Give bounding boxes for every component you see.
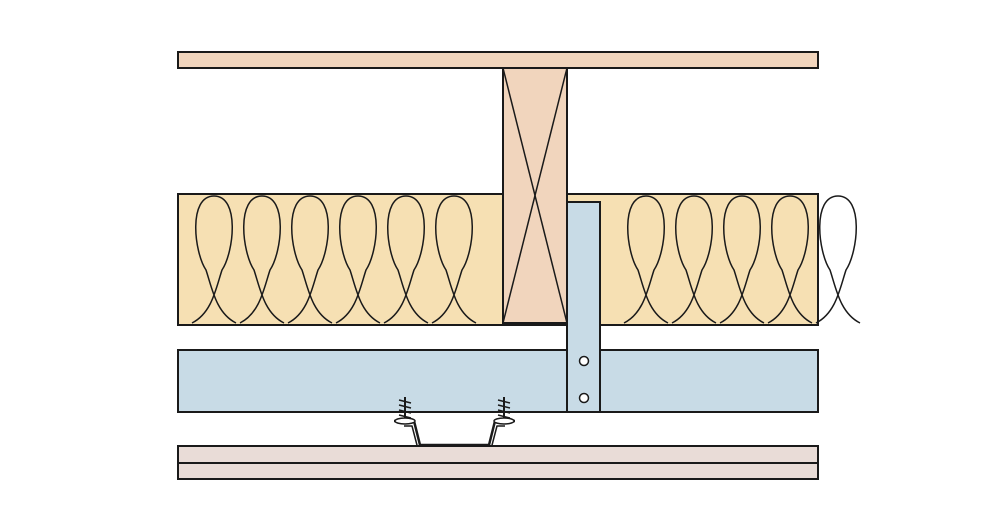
insulation-loop	[287, 195, 333, 324]
screw-icon-left	[394, 397, 416, 425]
resilient-channel	[177, 349, 819, 413]
insulation-loop	[239, 195, 285, 324]
clip-profile	[394, 419, 515, 447]
hanger-strap-body	[566, 201, 601, 413]
hanger-fixing-hole-1	[578, 355, 590, 367]
joist-cross-line-2	[502, 67, 568, 324]
insulation-loop	[815, 195, 861, 324]
insulation-loop	[767, 195, 813, 324]
insulation-band	[177, 193, 819, 326]
insulation-loop	[671, 195, 717, 324]
hanger-fixing-hole-2	[578, 392, 590, 404]
top-timber-board	[177, 51, 819, 69]
insulation-loop	[335, 195, 381, 324]
insulation-loop	[431, 195, 477, 324]
insulation-loop	[383, 195, 429, 324]
screw-icon-right	[493, 397, 515, 425]
insulation-loops	[191, 195, 861, 324]
hanger-strap	[566, 201, 601, 413]
plasterboard-lower-layer	[177, 462, 819, 480]
plasterboard-upper-layer	[177, 445, 819, 464]
timber-joist	[502, 67, 568, 324]
insulation-loop	[623, 195, 669, 324]
insulation-layer	[177, 193, 861, 326]
plasterboard-layers	[177, 445, 819, 480]
insulation-loop	[719, 195, 765, 324]
insulation-loop	[191, 195, 237, 324]
